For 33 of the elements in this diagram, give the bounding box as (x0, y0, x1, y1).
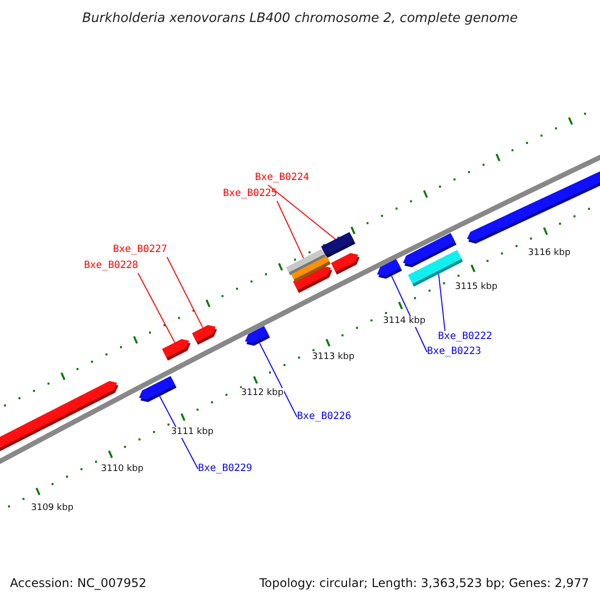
gene-label: Bxe_B0226 (297, 412, 352, 422)
gene-label: Bxe_B0224 (255, 173, 310, 183)
scale-label: 3113 kbp (311, 352, 356, 363)
gene-feature-block (403, 232, 457, 268)
gene-feature-block (377, 259, 402, 279)
scale-label: 3116 kbp (527, 248, 572, 259)
gene-feature-block (245, 326, 270, 346)
gene-label: Bxe_B0223 (427, 347, 482, 357)
gene-feature-block (467, 170, 600, 244)
diagram-title: Burkholderia xenovorans LB400 chromosome 2, complete genome (81, 12, 519, 25)
gene-label: Bxe_B0228 (84, 261, 138, 271)
leader-line (166, 256, 204, 328)
gene-feature-block (331, 252, 360, 274)
gene-label: Bxe_B0227 (113, 245, 168, 255)
scale-label: 3115 kbp (454, 282, 498, 293)
scale-label: 3112 kbp (240, 388, 284, 399)
gene-feature-block (0, 381, 119, 454)
scale-label: 3109 kbp (30, 503, 74, 514)
gene-feature-block (162, 338, 191, 360)
gene-label: Bxe_B0225 (223, 189, 278, 199)
gene-label: Bxe_B0229 (198, 464, 252, 474)
leader-line (259, 342, 298, 418)
scale-label: 3110 kbp (100, 464, 144, 475)
gene-feature-block (290, 256, 330, 282)
genome-stats-text: Topology: circular; Length: 3,363,523 bp; Genes: 2,977 (258, 576, 590, 590)
leader-line (268, 184, 336, 240)
leader-line (438, 274, 446, 332)
accession-text: Accession: NC_007952 (9, 576, 148, 590)
gene-label: Bxe_B0222 (438, 332, 492, 342)
gene-feature-block (139, 376, 177, 402)
scale-label: 3111 kbp (170, 427, 214, 438)
scale-label: 3114 kbp (382, 316, 426, 327)
gene-feature-block (192, 324, 218, 345)
